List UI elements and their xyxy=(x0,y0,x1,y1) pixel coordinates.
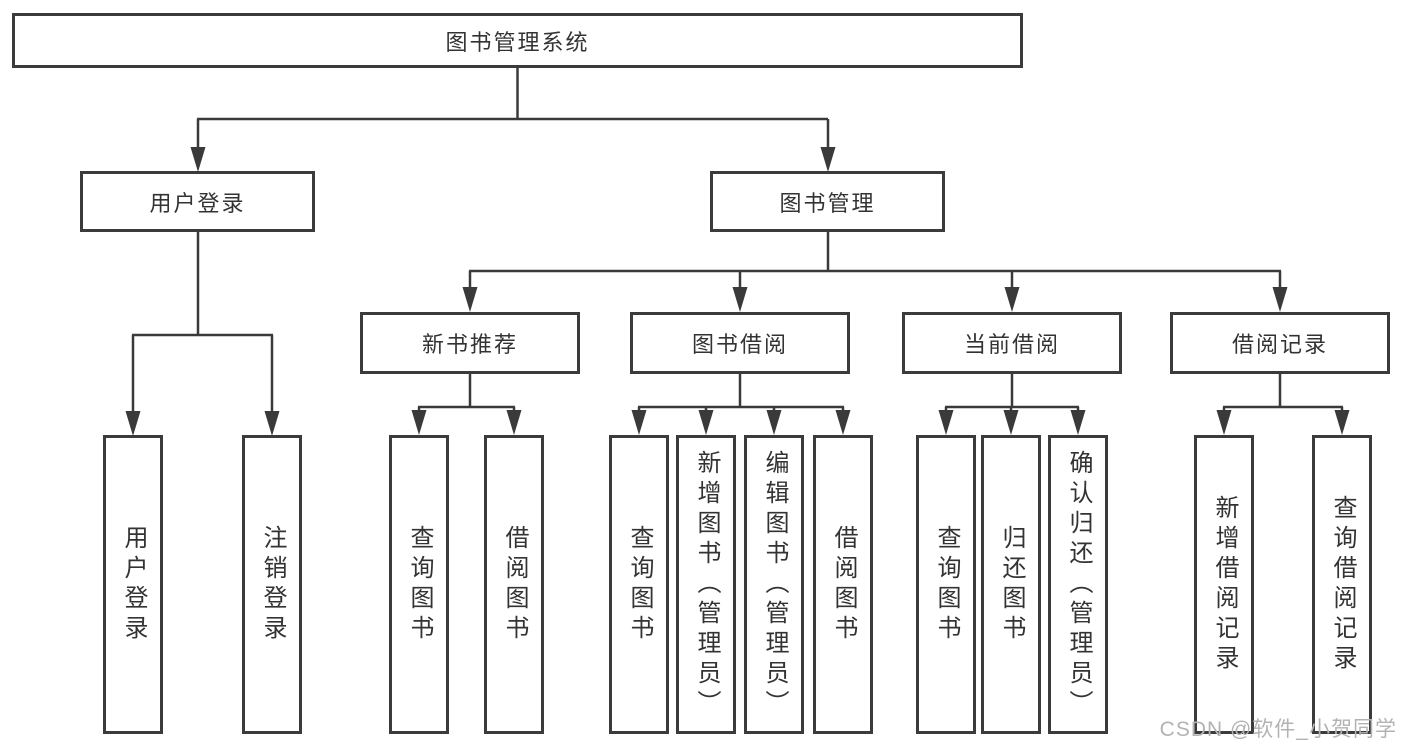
leaf-user-login: 用户登录 xyxy=(103,435,163,734)
node-label: 用户登录 xyxy=(149,190,246,216)
leaf-label: 查询图书 xyxy=(406,524,433,645)
leaf-query-books-recommend: 查询图书 xyxy=(389,435,449,734)
node-book-borrowing: 图书借阅 xyxy=(630,312,850,374)
csdn-watermark: CSDN @软件_小贺同学 xyxy=(1159,718,1397,741)
node-label: 图书管理 xyxy=(779,190,876,216)
leaf-label: 确认归还（管理员） xyxy=(1065,449,1092,720)
leaf-label: 查询图书 xyxy=(933,524,960,645)
leaf-add-borrow-record: 新增借阅记录 xyxy=(1194,435,1254,734)
leaf-borrow-books: 借阅图书 xyxy=(813,435,873,734)
leaf-query-books-borrow: 查询图书 xyxy=(609,435,669,734)
leaf-logout: 注销登录 xyxy=(242,435,302,734)
leaf-label: 查询图书 xyxy=(626,524,653,645)
leaf-label: 借阅图书 xyxy=(501,524,528,645)
leaf-label: 新增借阅记录 xyxy=(1211,494,1238,675)
leaf-label: 归还图书 xyxy=(998,524,1025,645)
node-user-login-module: 用户登录 xyxy=(80,171,315,232)
leaf-add-book-admin: 新增图书（管理员） xyxy=(676,435,736,734)
leaf-edit-book-admin: 编辑图书（管理员） xyxy=(744,435,804,734)
leaf-confirm-return-admin: 确认归还（管理员） xyxy=(1048,435,1108,734)
leaf-query-books-current: 查询图书 xyxy=(916,435,976,734)
leaf-label: 注销登录 xyxy=(259,524,286,645)
node-label: 借阅记录 xyxy=(1231,332,1328,357)
leaf-label: 新增图书（管理员） xyxy=(693,449,720,720)
leaf-label: 编辑图书（管理员） xyxy=(761,449,788,720)
leaf-return-book: 归还图书 xyxy=(981,435,1041,734)
node-borrowing-records: 借阅记录 xyxy=(1170,312,1390,374)
node-root-system: 图书管理系统 xyxy=(12,13,1023,68)
node-current-borrowing: 当前借阅 xyxy=(902,312,1122,374)
node-label: 图书借阅 xyxy=(691,332,788,357)
node-new-book-recommend: 新书推荐 xyxy=(360,312,580,374)
leaf-label: 查询借阅记录 xyxy=(1329,494,1356,675)
leaf-borrow-books-recommend: 借阅图书 xyxy=(484,435,544,734)
leaf-label: 借阅图书 xyxy=(830,524,857,645)
leaf-query-borrow-record: 查询借阅记录 xyxy=(1312,435,1372,734)
node-book-management-module: 图书管理 xyxy=(710,171,945,232)
node-label: 新书推荐 xyxy=(421,332,518,357)
node-root-label: 图书管理系统 xyxy=(445,29,590,55)
node-label: 当前借阅 xyxy=(963,332,1060,357)
leaf-label: 用户登录 xyxy=(120,524,147,645)
